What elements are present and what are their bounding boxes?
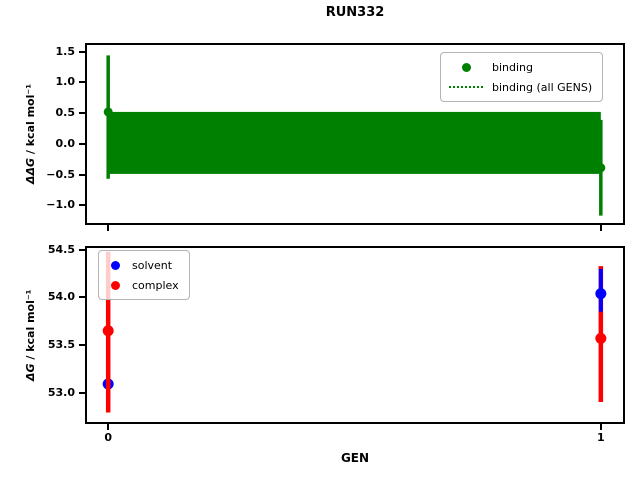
bottom-axes (85, 246, 625, 424)
y-tick-mark (79, 204, 85, 207)
y-tick-label: 54.0 (47, 290, 75, 304)
top-axes (85, 43, 625, 225)
y-tick-mark (79, 343, 85, 346)
y-tick-mark (79, 391, 85, 394)
y-tick-label: 0.5 (55, 106, 76, 120)
y-tick-label: 53.0 (47, 385, 75, 399)
legend-row-complex: complex (107, 275, 179, 295)
top-plot-svg (103, 55, 606, 216)
legend-label-binding: binding (492, 60, 534, 74)
legend-row-solvent: solvent (107, 255, 179, 275)
dotted-line-icon (449, 86, 483, 88)
complex-marker-gen1 (595, 332, 607, 344)
binding-marker-gen0 (103, 107, 113, 117)
legend-row-binding-all-gens: binding (all GENS) (449, 77, 592, 97)
legend-label-binding-all-gens: binding (all GENS) (492, 80, 593, 94)
y-tick-label: 1.5 (55, 44, 76, 58)
x-tick-label: 1 (597, 431, 605, 444)
bottom-y-axis-label-math: ΔG (24, 363, 37, 381)
y-tick-label: 53.5 (47, 337, 75, 351)
x-tick-mark (599, 225, 602, 231)
y-tick-mark (79, 173, 85, 176)
solvent-dot-icon (110, 260, 120, 270)
y-tick-label: 54.5 (47, 242, 75, 256)
binding-marker-gen1 (596, 163, 606, 173)
y-tick-mark (79, 50, 85, 53)
x-tick-mark (107, 225, 110, 231)
y-tick-label: −0.5 (46, 167, 75, 181)
y-tick-mark (79, 112, 85, 115)
top-y-axis-label: ΔΔG / kcal mol⁻¹ (24, 45, 37, 223)
solvent-marker-gen1 (595, 288, 607, 300)
legend-label-complex: complex (132, 278, 179, 292)
x-tick-label: 0 (104, 431, 112, 444)
bottom-legend: solvent complex (98, 250, 190, 300)
y-tick-mark (79, 248, 85, 251)
y-tick-mark (79, 81, 85, 84)
y-tick-label: 1.0 (55, 75, 76, 89)
all-gens-band (108, 111, 601, 174)
y-tick-mark (79, 142, 85, 145)
complex-dot-icon (110, 280, 120, 290)
plot-title: RUN332 (325, 5, 385, 20)
y-tick-mark (79, 296, 85, 299)
top-legend: binding binding (all GENS) (440, 52, 604, 102)
legend-label-solvent: solvent (132, 258, 173, 272)
legend-row-binding: binding (449, 57, 592, 77)
x-axis-label: GEN (340, 451, 370, 465)
binding-dot-icon (461, 62, 471, 72)
y-tick-label: 0.0 (55, 136, 76, 150)
x-tick-mark (599, 424, 602, 430)
x-tick-mark (107, 424, 110, 430)
complex-marker-gen0 (102, 325, 114, 337)
y-tick-label: −1.0 (46, 198, 75, 212)
